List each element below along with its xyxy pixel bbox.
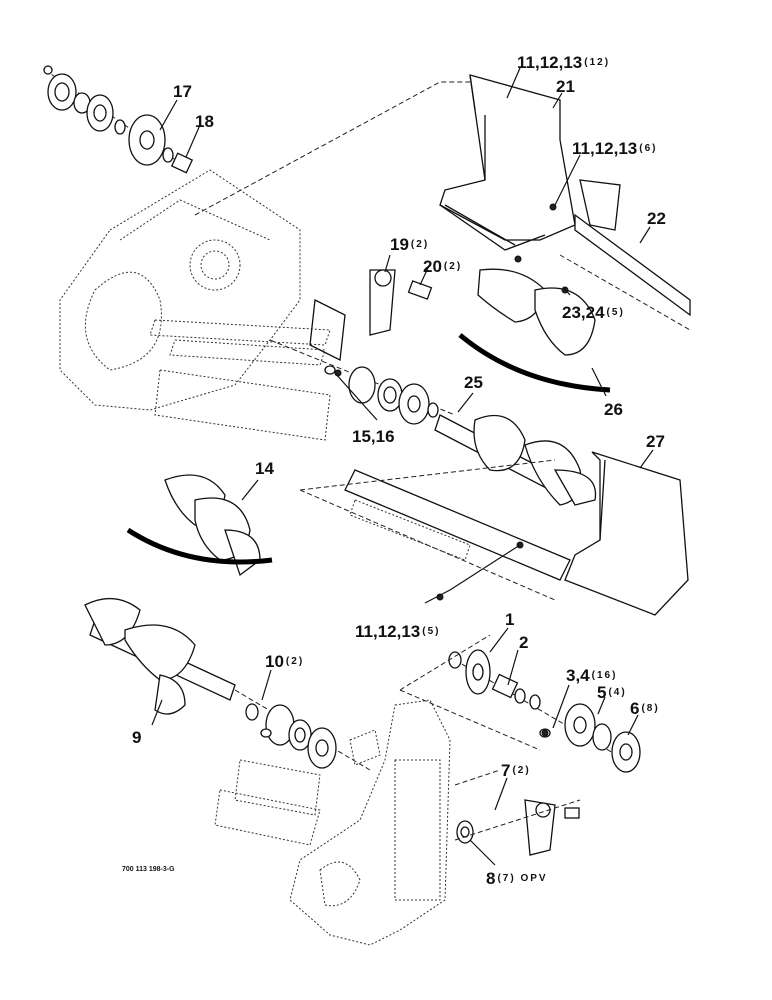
callout-7: 7(2) xyxy=(501,761,531,780)
callout-11-12-13-c: 11,12,13(5) xyxy=(355,622,441,641)
upper-drive-housing xyxy=(59,169,301,411)
callout-2: 2 xyxy=(519,633,529,652)
callout-22: 22 xyxy=(647,209,666,228)
callout-5: 5(4) xyxy=(597,683,627,702)
callout-3-4: 3,4(16) xyxy=(566,666,618,685)
mid-bearing-stack xyxy=(269,269,456,425)
drawing-code: 700 113 198-3-G xyxy=(122,866,175,873)
callout-20: 20(2) xyxy=(423,257,463,276)
callout-17: 17 xyxy=(173,82,192,101)
callout-21: 21 xyxy=(556,77,575,96)
lower-sprocket-assembly xyxy=(448,649,641,773)
callout-15-16: 15,16 xyxy=(352,427,395,446)
upper-shield xyxy=(439,74,576,251)
right-side-strip xyxy=(559,179,691,331)
callout-26: 26 xyxy=(604,400,623,419)
callout-11-12-13-b: 11,12,13(6) xyxy=(572,139,658,158)
callout-23-24: 23,24(5) xyxy=(562,303,625,322)
callout-11-12-13-a: 11,12,13(12) xyxy=(517,53,611,72)
upper-stripper-bar xyxy=(149,319,331,441)
callout-8: 8(7) OPV xyxy=(486,869,548,888)
lower-stripper-bar xyxy=(214,499,471,846)
callout-18: 18 xyxy=(195,112,214,131)
lower-shield xyxy=(299,451,689,616)
callout-27: 27 xyxy=(646,432,665,451)
leader-lines xyxy=(151,67,654,866)
callout-19: 19(2) xyxy=(390,235,430,254)
upper-sprocket-assembly xyxy=(43,65,194,174)
callout-25: 25 xyxy=(464,373,483,392)
callout-14: 14 xyxy=(255,459,274,478)
upper-auger-flighting xyxy=(458,268,611,393)
lower-auger-flighting xyxy=(126,474,273,577)
callout-9: 9 xyxy=(132,728,142,747)
upper-back-plate-outline xyxy=(194,81,470,216)
lower-drive-housing xyxy=(289,634,581,946)
callout-6: 6(8) xyxy=(630,699,660,718)
lower-auger xyxy=(84,598,236,715)
callout-10: 10(2) xyxy=(265,652,305,671)
callout-1: 1 xyxy=(505,610,515,629)
lower-bearing-stack xyxy=(234,689,371,771)
upper-auger xyxy=(434,414,597,506)
